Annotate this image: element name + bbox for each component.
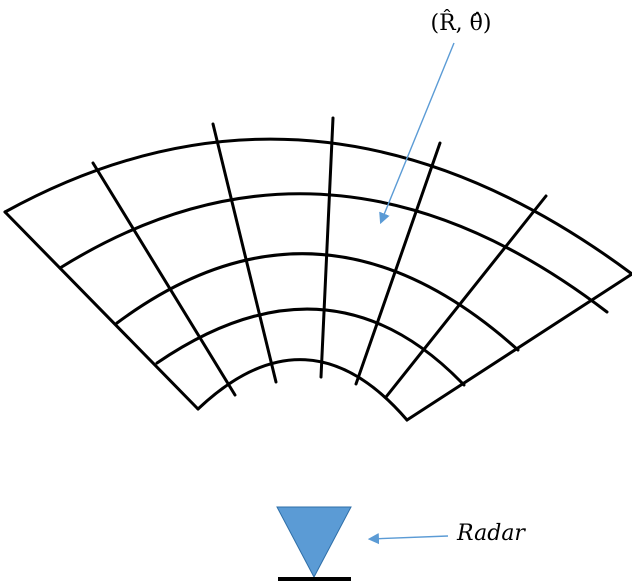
azimuth-line-5 (384, 194, 548, 399)
polar-range-azimuth-grid (3, 116, 632, 422)
range-arc-3 (115, 252, 520, 352)
azimuth-edge-right (405, 272, 632, 422)
azimuth-line-1 (91, 161, 237, 397)
radar-label: Radar (456, 521, 526, 546)
range-arc-outer (3, 137, 632, 276)
radar-antenna-icon (276, 506, 352, 579)
azimuth-line-2 (211, 122, 278, 384)
range-arc-inner (196, 358, 409, 422)
range-arc-2 (155, 307, 466, 387)
azimuth-line-3 (319, 116, 335, 379)
azimuth-line-4 (354, 141, 442, 386)
cell-pointer-arrow (379, 42, 455, 225)
cell-label: (R̂, θ̂) (431, 10, 492, 36)
azimuth-edge-left (3, 210, 200, 411)
radar-pointer-arrow (367, 533, 449, 545)
range-arc-4 (58, 192, 609, 314)
